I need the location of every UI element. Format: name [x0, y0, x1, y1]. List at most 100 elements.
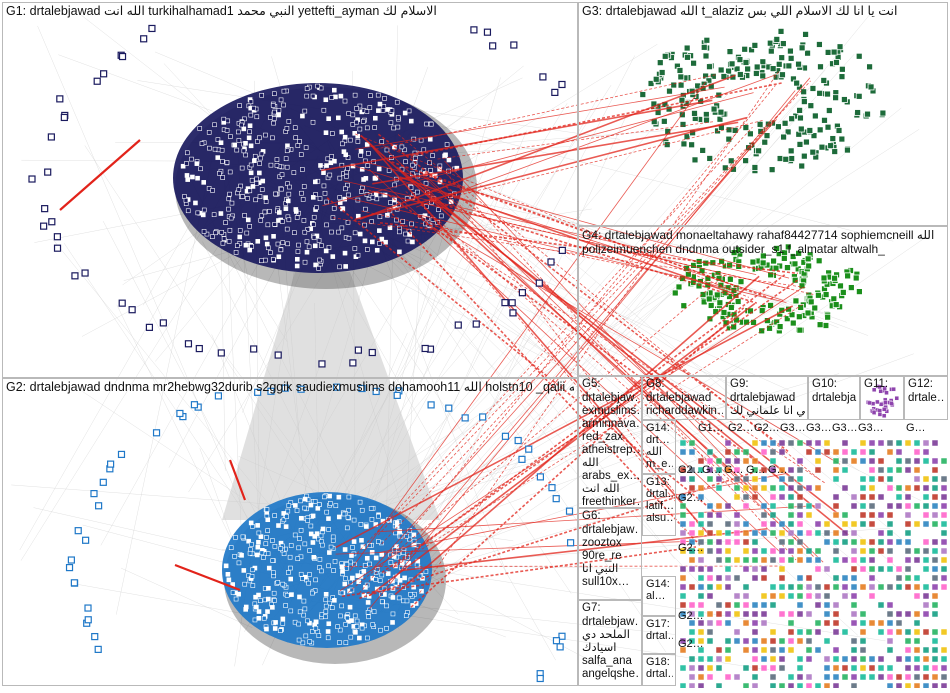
small-group-node [833, 449, 839, 455]
small-group-node [869, 674, 875, 680]
small-group-node [788, 539, 794, 545]
small-group-node [905, 647, 911, 653]
small-group-node [824, 656, 830, 662]
small-group-node [887, 440, 893, 446]
small-group-node [851, 656, 857, 662]
small-group-node [932, 656, 938, 662]
small-group-node [752, 656, 758, 662]
small-group-node [842, 458, 848, 464]
small-group-node [734, 629, 740, 635]
small-group-node [914, 683, 920, 688]
g18-label-1: drtal… [646, 668, 673, 680]
small-group-node [761, 512, 767, 518]
small-group-node [806, 629, 812, 635]
small-group-node [761, 602, 767, 608]
group-box-g13: G13: drtal… latif… alsu… [642, 474, 676, 536]
g13-label-2: latif… [646, 500, 673, 512]
mini-group-label: G… [702, 464, 722, 476]
small-group-node [824, 530, 830, 536]
small-group-node [743, 539, 749, 545]
mini-group-label: G… [906, 422, 926, 434]
small-group-node [860, 674, 866, 680]
small-group-node [869, 512, 875, 518]
small-group-node [860, 458, 866, 464]
group-label-g4: G4: drtalebjawad monaeltahawy rahaf84427… [582, 228, 944, 256]
small-group-node [905, 584, 911, 590]
small-group-node [797, 476, 803, 482]
small-group-node [923, 557, 929, 563]
small-group-node [680, 575, 686, 581]
group-label-g9: G9: [730, 378, 804, 391]
small-group-node [887, 476, 893, 482]
small-group-node [932, 593, 938, 599]
small-group-node [941, 656, 947, 662]
small-group-node [761, 593, 767, 599]
small-group-node [734, 485, 740, 491]
small-group-node [689, 602, 695, 608]
small-group-node [770, 530, 776, 536]
small-group-node [761, 440, 767, 446]
small-group-node [734, 602, 740, 608]
small-group-node [842, 539, 848, 545]
small-group-node [698, 593, 704, 599]
small-group-node [851, 593, 857, 599]
mini-group-label: G2… [678, 492, 704, 504]
small-group-node [752, 647, 758, 653]
small-group-node [752, 620, 758, 626]
small-group-node [914, 476, 920, 482]
small-group-node [851, 638, 857, 644]
small-group-node [905, 494, 911, 500]
small-group-node [932, 512, 938, 518]
small-group-node [761, 503, 767, 509]
small-group-node [905, 521, 911, 527]
small-group-node [725, 449, 731, 455]
small-group-node [860, 665, 866, 671]
small-group-node [788, 530, 794, 536]
small-group-node [743, 449, 749, 455]
small-group-node [932, 674, 938, 680]
small-group-node [752, 602, 758, 608]
small-group-node [878, 476, 884, 482]
small-group-node [896, 584, 902, 590]
group-label-g8: G8: [646, 378, 722, 391]
small-group-node [887, 638, 893, 644]
small-group-node [788, 512, 794, 518]
small-group-node [905, 638, 911, 644]
small-group-node [716, 539, 722, 545]
small-group-node [842, 665, 848, 671]
small-group-node [680, 512, 686, 518]
small-group-node [923, 503, 929, 509]
small-group-node [842, 530, 848, 536]
small-group-node [842, 575, 848, 581]
small-group-node [932, 458, 938, 464]
small-group-node [842, 557, 848, 563]
small-group-node [932, 440, 938, 446]
small-group-node [734, 557, 740, 563]
small-group-node [734, 449, 740, 455]
small-group-node [851, 602, 857, 608]
g6-label-4: النبي انا [582, 563, 639, 576]
small-group-node [941, 575, 947, 581]
small-group-node [851, 557, 857, 563]
small-group-node [779, 584, 785, 590]
small-group-node [680, 476, 686, 482]
g13-label-1: drtal… [646, 488, 673, 500]
small-group-node [851, 575, 857, 581]
small-group-node [689, 674, 695, 680]
group-box-g17: G17: drtal… [642, 616, 676, 654]
g5-label-2: exmuslims… [582, 405, 639, 418]
small-group-node [725, 440, 731, 446]
small-group-node [932, 611, 938, 617]
small-group-node [869, 449, 875, 455]
small-group-node [680, 593, 686, 599]
small-group-node [905, 440, 911, 446]
small-group-node [797, 629, 803, 635]
small-group-node [878, 584, 884, 590]
small-group-node [878, 566, 884, 572]
small-group-node [941, 647, 947, 653]
small-group-node [887, 530, 893, 536]
group-box-g10: G10: drtalebja… [808, 376, 860, 420]
small-group-node [878, 665, 884, 671]
small-group-node [833, 647, 839, 653]
